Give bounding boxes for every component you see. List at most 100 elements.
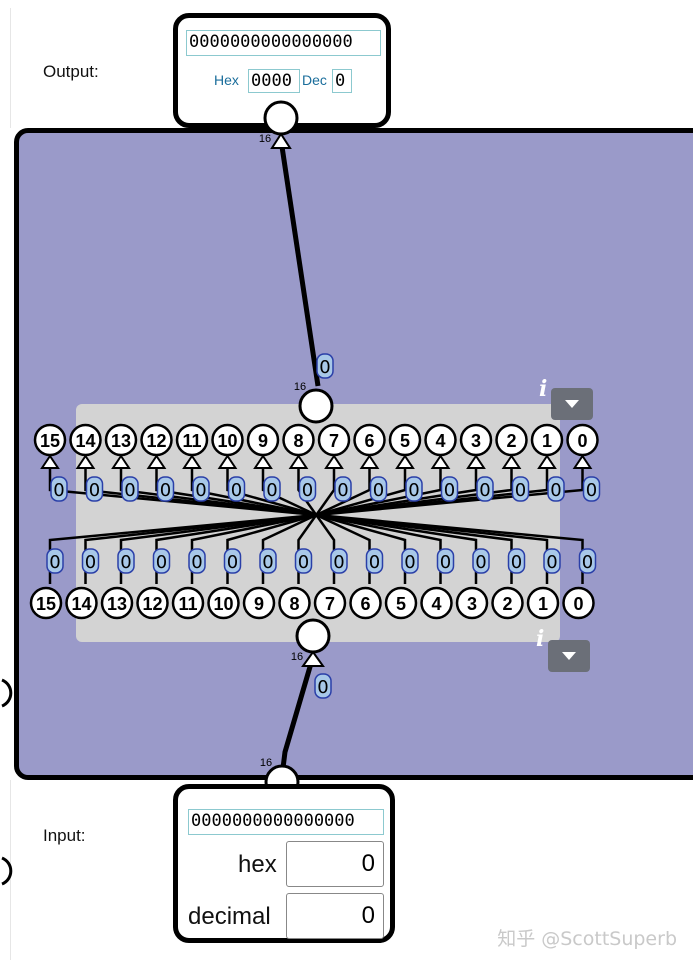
- output-pin-label: 7: [329, 431, 339, 451]
- input-wire-value-badge: [188, 548, 206, 574]
- output-pin[interactable]: [353, 423, 386, 457]
- input-pin[interactable]: [100, 586, 134, 620]
- bus-width-label: 16: [259, 133, 271, 145]
- output-wire-value-badge: [192, 476, 210, 502]
- output-wire-value: 0: [302, 480, 313, 501]
- input-pin-label: 10: [213, 594, 233, 614]
- info-icon[interactable]: i: [539, 376, 548, 402]
- input-wire-value: 0: [369, 552, 380, 573]
- output-wire-value: 0: [444, 480, 455, 501]
- output-hex-value: 0000: [248, 69, 300, 93]
- output-pin[interactable]: [530, 423, 564, 457]
- output-port-arrow: [270, 132, 292, 149]
- output-pin-label: 10: [217, 431, 237, 451]
- output-dec-value: 0: [332, 69, 352, 93]
- output-pin[interactable]: [246, 423, 280, 457]
- block-output-connector[interactable]: [298, 388, 334, 424]
- input-wire-value-badge: [81, 548, 100, 574]
- input-pin-label: 6: [360, 594, 370, 614]
- output-pin[interactable]: [459, 423, 493, 457]
- input-bus-value: 0: [317, 677, 328, 698]
- input-pin-label: 8: [289, 594, 299, 614]
- input-decimal-field[interactable]: [286, 893, 384, 939]
- output-pin-label: 12: [146, 431, 166, 451]
- output-wire-value-badge: [50, 476, 68, 502]
- output-wire-value: 0: [373, 480, 384, 501]
- input-wire-value-badge: [46, 548, 64, 574]
- input-pin[interactable]: [420, 586, 453, 620]
- offscreen-connector: [1, 678, 13, 708]
- input-format-dropdown[interactable]: [548, 640, 590, 672]
- input-pin[interactable]: [455, 586, 489, 620]
- bus-width-label: 16: [260, 757, 272, 769]
- output-pin[interactable]: [33, 423, 67, 457]
- input-wire-value-badge: [330, 548, 348, 574]
- input-bus-value-badge: [314, 673, 332, 699]
- output-pin[interactable]: [211, 423, 244, 457]
- input-pin[interactable]: [29, 586, 63, 620]
- bus-width-label: 16: [291, 651, 303, 663]
- output-port-connector[interactable]: [263, 100, 299, 136]
- output-pin-arrow: [466, 454, 486, 469]
- input-wire-value-badge: [117, 548, 135, 574]
- input-wire-value: 0: [546, 552, 557, 573]
- output-pin[interactable]: [69, 423, 102, 457]
- info-icon[interactable]: i: [536, 626, 545, 652]
- output-pin-label: 11: [182, 431, 201, 451]
- input-hex-field[interactable]: [286, 841, 384, 887]
- input-pin[interactable]: [384, 586, 418, 620]
- output-bus-wire: [278, 139, 321, 387]
- output-pin[interactable]: [424, 423, 457, 457]
- input-decimal-label: decimal: [188, 903, 271, 930]
- output-pin-label: 2: [506, 431, 516, 451]
- output-pin[interactable]: [566, 423, 599, 457]
- input-wire-value: 0: [511, 552, 522, 573]
- output-pin[interactable]: [317, 423, 351, 457]
- output-pin-label: 1: [542, 431, 552, 451]
- block-input-connector[interactable]: [295, 618, 331, 654]
- input-pin[interactable]: [349, 586, 382, 620]
- output-pin[interactable]: [104, 423, 138, 457]
- input-pin[interactable]: [136, 586, 169, 620]
- input-wire-value-badge: [152, 548, 171, 574]
- input-pin-label: 4: [431, 594, 441, 614]
- caret-down-icon: [565, 400, 579, 408]
- output-pin[interactable]: [495, 423, 528, 457]
- input-pin[interactable]: [313, 586, 347, 620]
- input-pin[interactable]: [491, 586, 524, 620]
- input-pin[interactable]: [242, 586, 276, 620]
- output-bus-value-badge: [316, 353, 334, 379]
- output-pin-arrow: [288, 454, 309, 469]
- output-wire-value-badge: [227, 476, 246, 502]
- output-pin-arrow: [430, 454, 451, 469]
- input-pin[interactable]: [278, 586, 311, 620]
- input-pin-label: 0: [573, 594, 583, 614]
- output-pin[interactable]: [282, 423, 315, 457]
- output-bus-value: 0: [319, 357, 330, 378]
- input-wire-value: 0: [262, 552, 273, 573]
- input-pin-label: 5: [396, 594, 406, 614]
- input-pin[interactable]: [65, 586, 98, 620]
- output-wire-value-badge: [440, 476, 459, 502]
- output-pin-arrow: [75, 454, 96, 469]
- output-pin[interactable]: [140, 423, 173, 457]
- output-pin[interactable]: [388, 423, 422, 457]
- output-wire-value-badge: [334, 476, 352, 502]
- output-wire-value: 0: [408, 480, 419, 501]
- output-wire-value: 0: [231, 480, 242, 501]
- input-pin[interactable]: [526, 586, 560, 620]
- output-wire-value: 0: [515, 480, 526, 501]
- input-pin[interactable]: [207, 586, 240, 620]
- input-wire-value: 0: [227, 552, 238, 573]
- input-wire-value: 0: [120, 552, 131, 573]
- output-pin[interactable]: [175, 423, 209, 457]
- input-wire-value: 0: [440, 552, 451, 573]
- input-control-box: 0000000000000000 hex decimal: [173, 784, 395, 943]
- output-pin-arrow: [501, 454, 522, 469]
- input-bits-toggle[interactable]: 0000000000000000: [188, 809, 384, 835]
- input-pin[interactable]: [562, 586, 595, 620]
- output-wire-value-badge: [511, 476, 530, 502]
- output-format-dropdown[interactable]: [551, 388, 593, 420]
- input-pin[interactable]: [171, 586, 205, 620]
- output-wire-value-badge: [405, 476, 423, 502]
